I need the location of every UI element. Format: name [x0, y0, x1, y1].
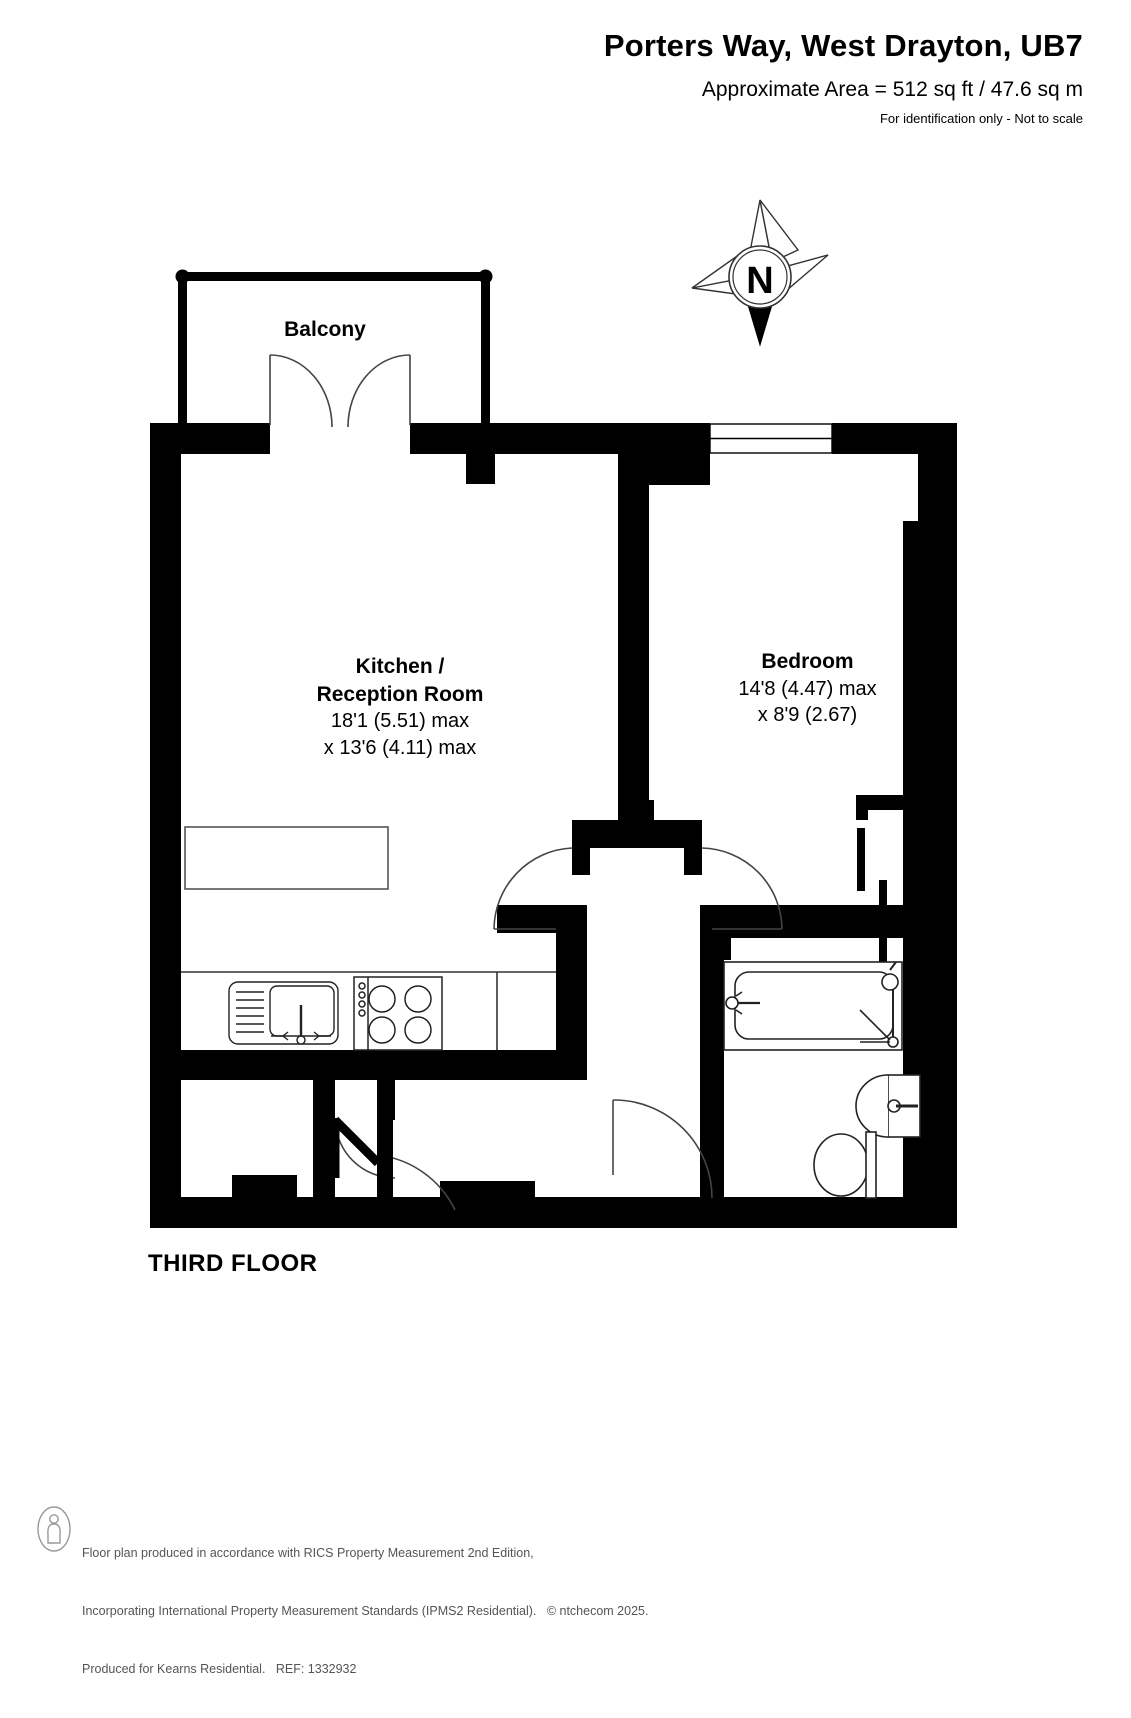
toilet	[813, 1131, 877, 1199]
kitchen-name-line2: Reception Room	[316, 682, 484, 706]
kitchen-worktop-unit	[184, 826, 389, 890]
room-label-balcony: Balcony	[205, 316, 445, 344]
bedroom-dimension-1: 14'8 (4.47) max	[738, 677, 877, 700]
door-entrance-hall	[376, 1100, 456, 1211]
door-swing-bedroom-hall	[701, 847, 783, 930]
bathtub	[723, 961, 903, 1051]
bedroom-name: Bedroom	[761, 650, 854, 673]
balcony-name: Balcony	[284, 318, 366, 341]
window-symbol-bedroom	[709, 423, 833, 454]
kitchen-name-line1: Kitchen /	[355, 655, 445, 678]
door-bathroom	[612, 1099, 713, 1199]
footer-line-1: Floor plan produced in accordance with R…	[82, 1545, 534, 1560]
floor-plan-drawing: N	[150, 199, 957, 1228]
approximate-area: Approximate Area = 512 sq ft / 47.6 sq m	[701, 77, 1083, 101]
balcony-railing	[175, 269, 493, 427]
page-title: Porters Way, West Drayton, UB7	[603, 28, 1083, 63]
compass-rose: N	[691, 199, 829, 347]
bedroom-dimension-2: x 8'9 (2.67)	[757, 704, 858, 727]
kitchen-sink	[228, 981, 339, 1045]
compass-north-letter: N	[746, 260, 773, 302]
footer-line-3: Produced for Kearns Residential. REF: 13…	[82, 1662, 357, 1676]
footer-line-2: Incorporating International Property Mea…	[82, 1603, 649, 1618]
floor-level-label: THIRD FLOOR	[148, 1250, 318, 1277]
kitchen-dimension-2: x 13'6 (4.11) max	[323, 736, 477, 759]
door-swing-kitchen-hall	[493, 847, 573, 930]
balcony-french-door	[269, 354, 411, 428]
plan-header: Porters Way, West Drayton, UB7 Approxima…	[604, 28, 1083, 127]
person-icon	[37, 1506, 71, 1552]
kitchen-hob	[353, 976, 443, 1051]
wash-basin	[855, 1074, 921, 1138]
kitchen-dimension-1: 18'1 (5.51) max	[330, 710, 470, 733]
kitchen-counter-run	[181, 971, 556, 1050]
wall-structure	[150, 423, 957, 1228]
plan-footer: Floor plan produced in accordance with R…	[36, 1505, 648, 1718]
room-label-kitchen-reception: Kitchen / Reception Room 18'1 (5.51) max…	[230, 653, 570, 761]
room-label-bedroom: Bedroom 14'8 (4.47) max x 8'9 (2.67)	[675, 648, 940, 729]
identification-notice: For identification only - Not to scale	[879, 110, 1083, 126]
